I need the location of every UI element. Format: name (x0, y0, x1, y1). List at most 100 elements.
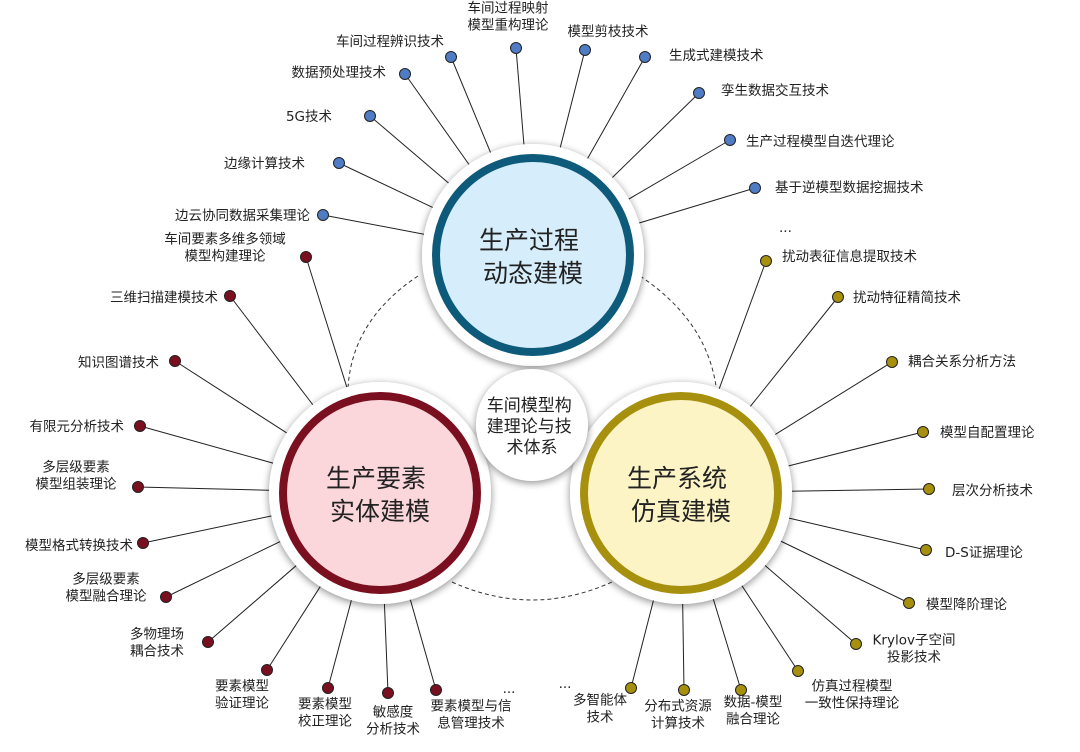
entity-item-label-8-line-1: 验证理论 (215, 696, 269, 712)
process-spoke-dot-10 (749, 182, 761, 194)
system-item-label-12: ... (559, 676, 572, 692)
entity-item-label-3: 有限元分析技术 (30, 419, 125, 435)
entity-item-label-11-line-0: 要素模型与信 (431, 699, 512, 715)
labels-layer: 边云协同数据采集理论边缘计算技术5G技术数据预处理技术车间过程辨识技术车间过程映… (25, 0, 1035, 738)
center-label-line1: 车间模型构 (487, 396, 572, 416)
system-spoke-dot-3 (917, 426, 929, 438)
entity-spoke-dot-6 (160, 591, 172, 603)
process-item-label-7-line-0: 生成式建模技术 (669, 48, 764, 64)
entity-item-label-4-line-1: 模型组装理论 (36, 477, 117, 493)
entity-item-label-8: 要素模型验证理论 (215, 679, 269, 712)
system-item-label-1-line-0: 扰动特征精简技术 (853, 289, 961, 306)
entity-item-label-11-line-1: 息管理技术 (437, 715, 505, 732)
hub-system-label-line2: 仿真建模 (631, 497, 731, 526)
process-spoke-7 (585, 56, 646, 163)
entity-item-label-10: 敏感度分析技术 (366, 704, 420, 738)
process-spoke-dot-7 (639, 51, 651, 63)
system-item-label-11-line-1: 技术 (587, 710, 614, 726)
entity-spoke-2 (174, 360, 291, 436)
process-item-label-9-line-0: 生产过程模型自迭代理论 (746, 134, 895, 150)
system-item-label-4: 层次分析技术 (952, 483, 1033, 499)
system-item-label-11-line-0: 多智能体 (573, 692, 627, 709)
entity-spoke-dot-7 (202, 636, 214, 648)
system-item-label-7-line-0: Krylov子空间 (873, 633, 956, 649)
system-item-label-3: 模型自配置理论 (940, 425, 1035, 441)
entity-item-label-3-line-0: 有限元分析技术 (30, 419, 125, 435)
spokes-layer (137, 47, 930, 694)
system-spoke-8 (739, 582, 799, 672)
system-item-label-8: 仿真过程模型一致性保持理论 (805, 679, 900, 712)
system-item-label-3-line-0: 模型自配置理论 (940, 425, 1035, 441)
entity-item-label-1: 三维扫描建模技术 (110, 290, 218, 306)
system-spoke-5 (785, 516, 927, 551)
process-item-label-1-line-0: 边缘计算技术 (224, 156, 305, 172)
system-item-label-6-line-0: 模型降阶理论 (926, 597, 1007, 613)
entity-spoke-dot-5 (137, 537, 149, 549)
system-spoke-dot-1 (832, 291, 844, 303)
system-spoke-7 (761, 562, 857, 645)
center-node: 车间模型构 建理论与技 术体系 (476, 369, 588, 481)
system-item-label-6: 模型降阶理论 (926, 597, 1007, 613)
system-item-label-9: 数据-模型融合理论 (724, 695, 783, 728)
hub-entity-label-line1: 生产要素 (326, 464, 426, 493)
entity-spoke-5 (142, 514, 276, 544)
process-item-label-3-line-0: 数据预处理技术 (292, 65, 387, 81)
system-spoke-dot-8 (792, 665, 804, 677)
process-spoke-6 (558, 49, 586, 152)
system-spoke-dot-2 (886, 356, 898, 368)
system-item-label-2-line-0: 耦合关系分析方法 (908, 354, 1016, 370)
center-label: 车间模型构 建理论与技 术体系 (487, 396, 577, 458)
center-label-line2: 建理论与技 (487, 417, 572, 437)
system-spoke-10 (682, 599, 685, 691)
process-item-label-2-line-0: 5G技术 (286, 109, 332, 125)
system-item-label-10: 分布式资源计算技术 (644, 699, 712, 732)
hub-system-label-line1: 生产系统 (627, 464, 727, 493)
system-item-label-9-line-0: 数据-模型 (724, 695, 783, 711)
process-spoke-4 (450, 56, 493, 157)
arc-entity-system (451, 581, 613, 601)
process-item-label-11: ... (779, 220, 792, 236)
hub-system: 生产系统 仿真建模 (570, 382, 792, 604)
process-item-label-5: 车间过程映射模型重构理论 (468, 0, 549, 34)
hub-entity-label-line2: 实体建模 (330, 497, 430, 526)
hub-process-label-line2: 动态建模 (483, 259, 583, 288)
arc-process-entity (347, 275, 419, 389)
process-spoke-2 (369, 115, 452, 186)
entity-item-label-5-line-0: 模型格式转换技术 (25, 538, 133, 554)
entity-spoke-dot-3 (134, 420, 146, 432)
process-spoke-1 (338, 162, 437, 210)
entity-item-label-7-line-1: 耦合技术 (130, 644, 184, 660)
system-item-label-7: Krylov子空间投影技术 (873, 633, 956, 666)
process-item-label-6-line-0: 模型剪枝技术 (568, 24, 649, 40)
system-spoke-dot-11 (625, 682, 637, 694)
entity-spoke-8 (266, 582, 323, 671)
entity-spoke-10 (383, 599, 389, 694)
process-item-label-9: 生产过程模型自迭代理论 (746, 134, 895, 150)
process-item-label-2: 5G技术 (286, 109, 332, 125)
entity-spoke-1 (229, 295, 316, 409)
hub-system-ring (580, 392, 782, 594)
arc-process-system (639, 275, 717, 387)
entity-item-label-11: 要素模型与信息管理技术 (431, 699, 512, 732)
entity-item-label-10-line-1: 分析技术 (366, 722, 420, 738)
hub-process-ring (432, 154, 634, 356)
system-spoke-6 (777, 539, 910, 604)
system-spoke-11 (630, 596, 655, 689)
entity-spoke-9 (327, 596, 353, 689)
hub-process: 生产过程 动态建模 (422, 144, 644, 366)
process-spoke-dot-6 (579, 44, 591, 56)
hub-process-label-line1: 生产过程 (479, 226, 579, 255)
entity-spoke-dot-0 (300, 251, 312, 263)
entity-spoke-dot-2 (169, 355, 181, 367)
process-item-label-3: 数据预处理技术 (292, 65, 387, 81)
center-label-line3: 术体系 (507, 438, 558, 458)
system-item-label-5: D-S证据理论 (945, 545, 1023, 561)
process-item-label-8: 孪生数据交互技术 (721, 82, 829, 99)
process-spoke-3 (404, 73, 472, 168)
process-spoke-dot-2 (364, 110, 376, 122)
system-spoke-4 (787, 488, 930, 492)
entity-spoke-4 (137, 486, 274, 491)
entity-item-label-0-line-0: 车间要素多维多领域 (164, 231, 286, 248)
entity-spoke-11 (408, 595, 437, 691)
